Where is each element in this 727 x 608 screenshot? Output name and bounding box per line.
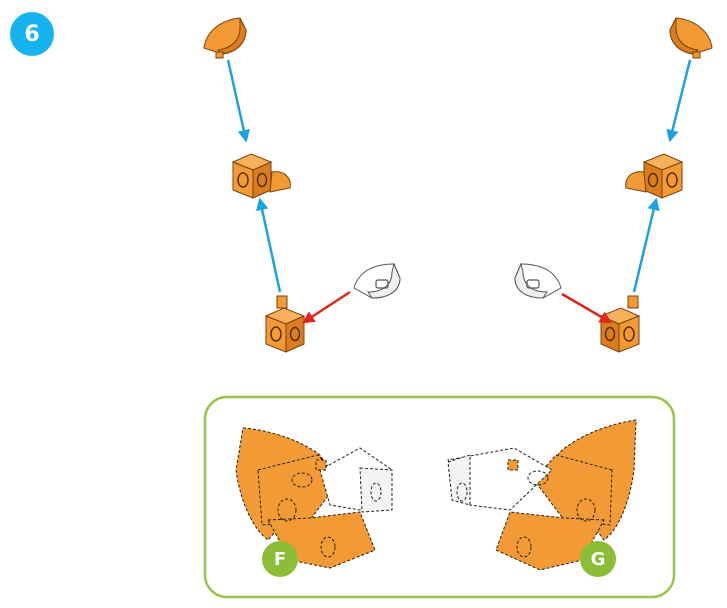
variant-f-badge: F	[262, 541, 298, 577]
right-bottom-cube	[601, 296, 639, 352]
left-insert-arrow	[304, 292, 350, 322]
left-middle-cube	[233, 154, 290, 198]
right-white-wedge	[515, 264, 561, 298]
left-lower-arrow	[260, 200, 280, 292]
right-insert-arrow	[562, 294, 610, 322]
variant-g-badge: G	[580, 541, 616, 577]
left-bottom-cube	[266, 296, 304, 352]
right-upper-arrow	[670, 60, 690, 140]
left-white-wedge	[354, 264, 400, 298]
left-upper-arrow	[228, 60, 246, 140]
left-top-wedge	[204, 18, 246, 58]
right-lower-arrow	[634, 200, 656, 292]
right-middle-cube	[626, 154, 682, 198]
right-top-wedge	[670, 18, 712, 58]
